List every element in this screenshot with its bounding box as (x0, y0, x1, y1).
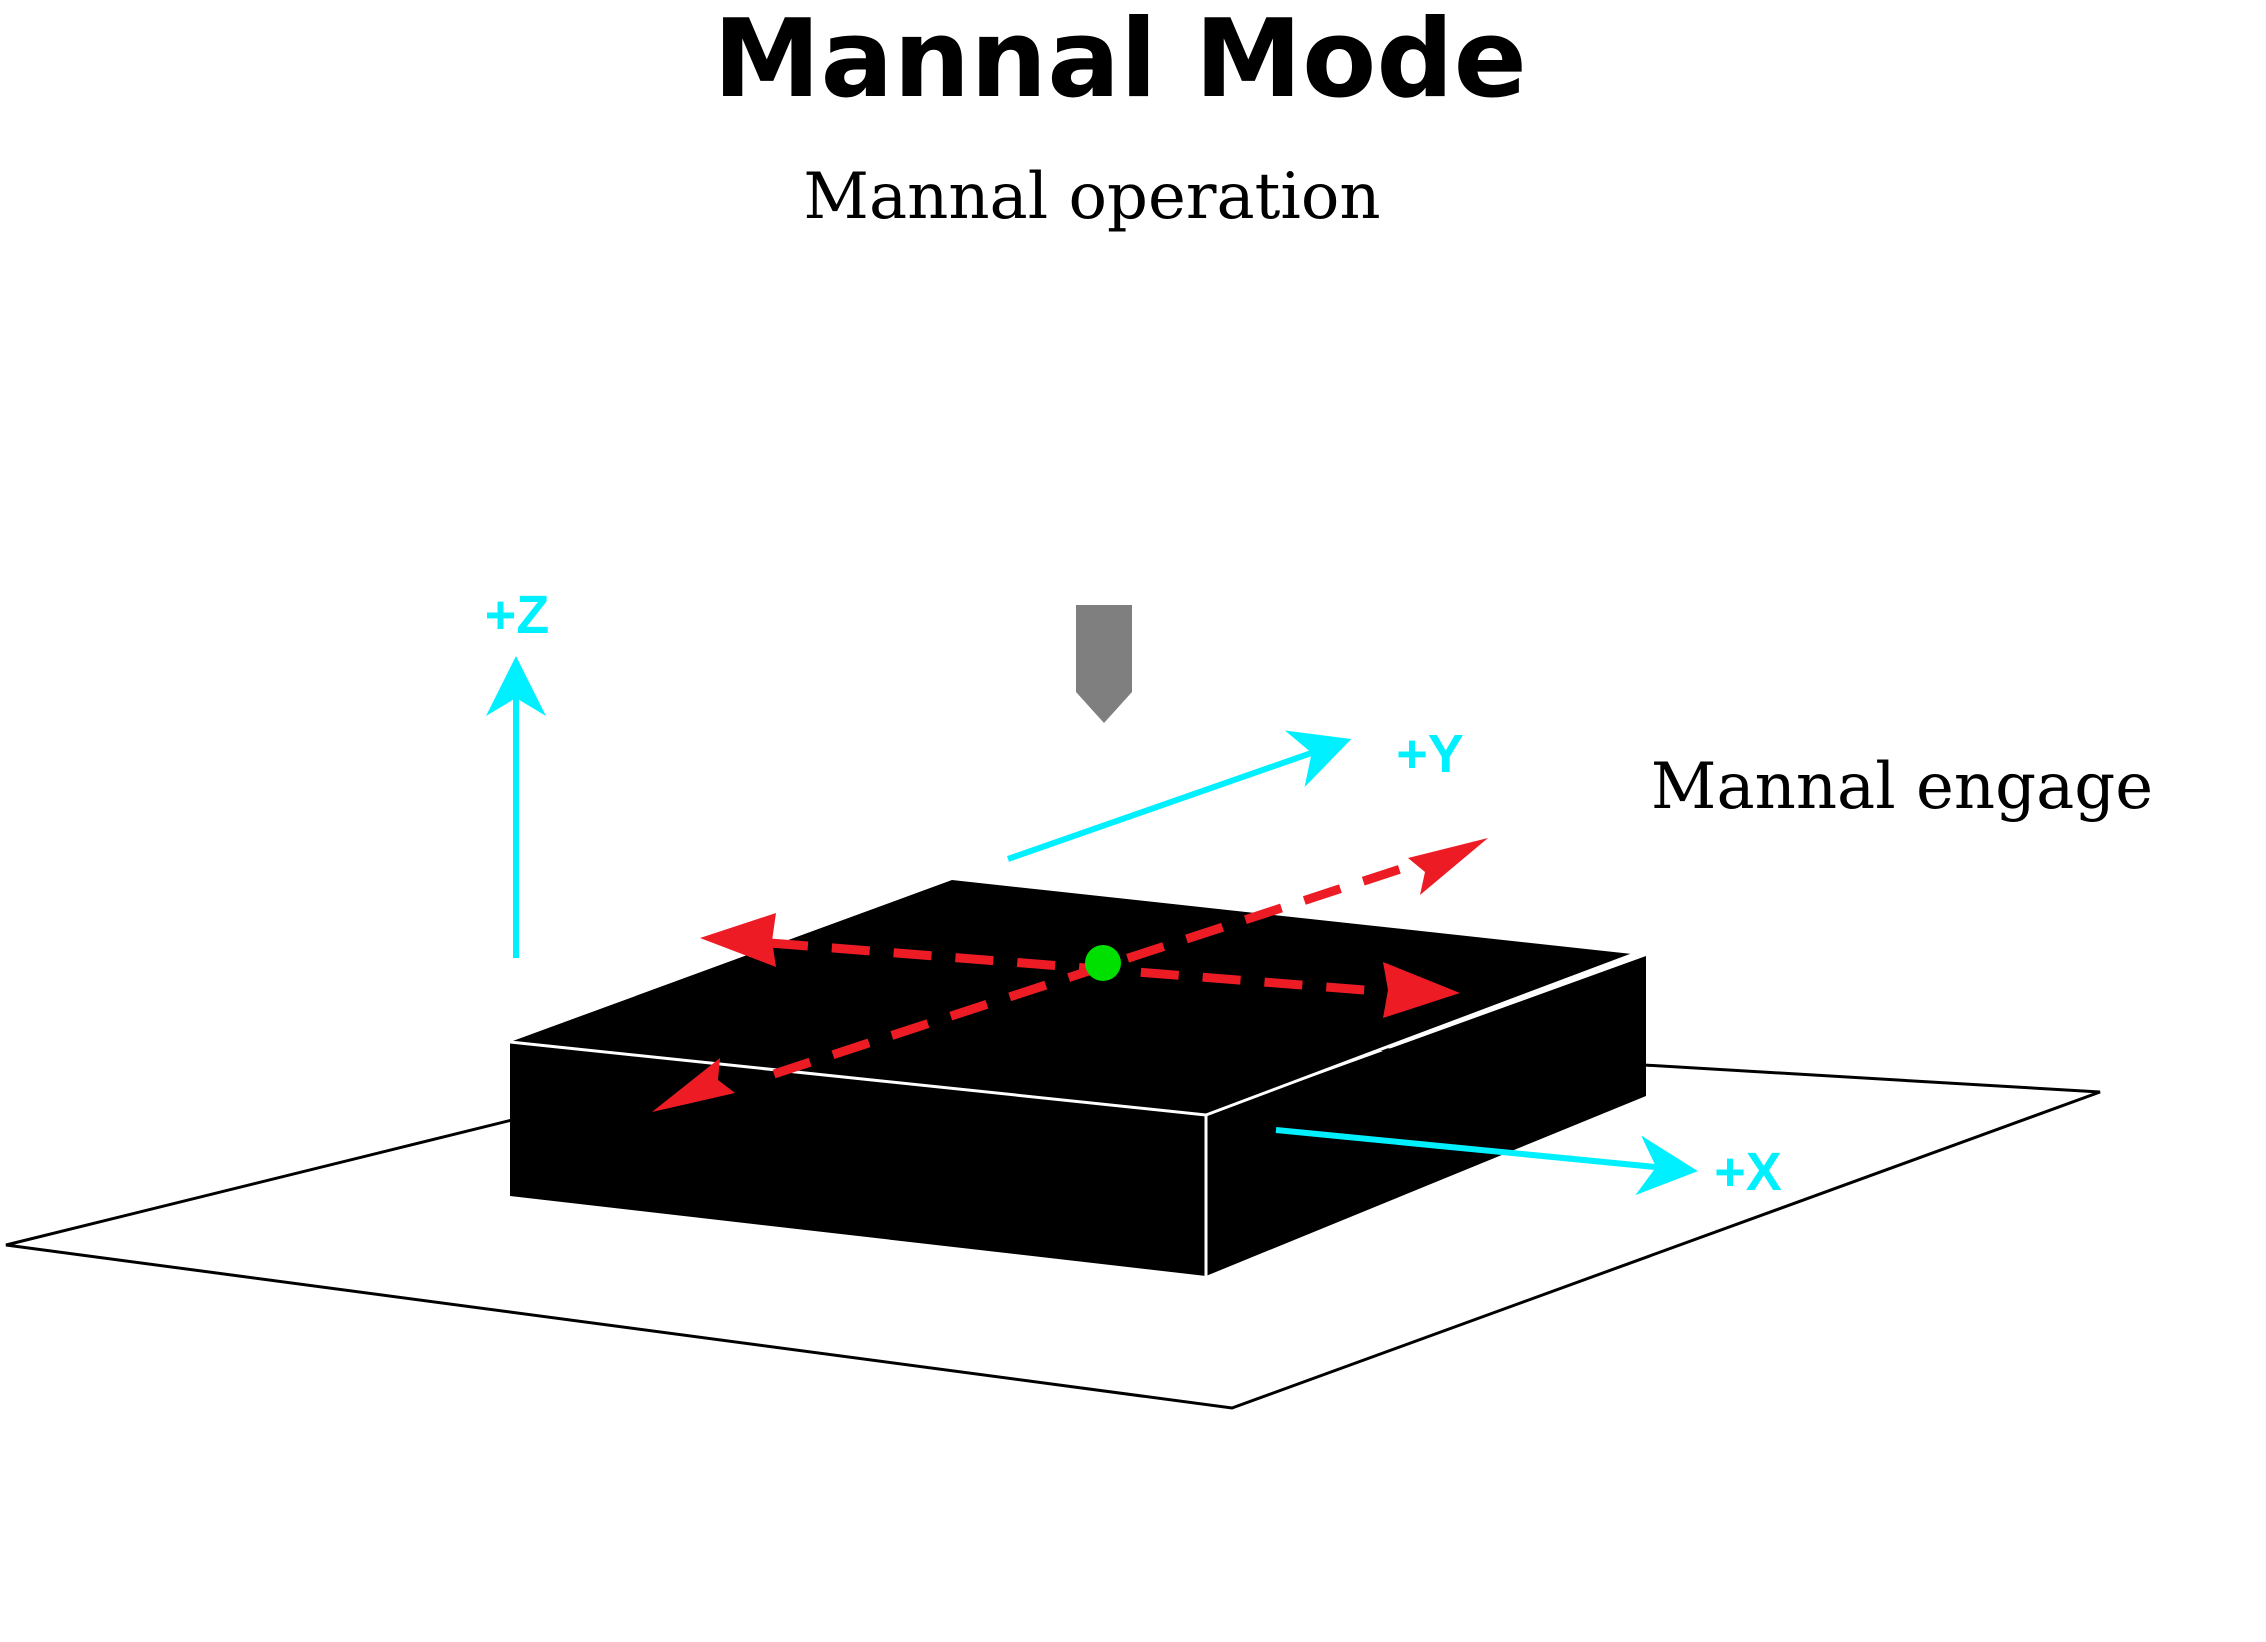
origin-point-icon (1085, 945, 1121, 981)
motion-x-negative-arrowhead (700, 913, 776, 967)
motion-x-positive-arrowhead (1383, 962, 1460, 1018)
workpiece-edges (509, 952, 1635, 1276)
tool-bit-icon (1076, 605, 1132, 723)
workpiece-top-face (510, 880, 1632, 1115)
axis-x-arrow (1275, 1127, 1698, 1196)
motion-y-negative-arrowhead (652, 1058, 735, 1112)
axis-arrows (486, 656, 1698, 1196)
subtitle: Mannal operation (803, 160, 1380, 234)
motion-y-positive-arrowhead (1408, 838, 1488, 895)
motion-x-dashed-line (769, 938, 1391, 997)
axis-label-x: +X (1714, 1142, 1782, 1202)
axis-label-z: +Z (485, 585, 550, 645)
workpiece-right-face (1206, 956, 1646, 1276)
page-title: Mannal Mode (713, 0, 1527, 122)
side-label-manual-engage: Mannal engage (1651, 750, 2153, 824)
axis-label-y: +Y (1396, 724, 1464, 784)
axis-y-arrow (1007, 730, 1352, 862)
